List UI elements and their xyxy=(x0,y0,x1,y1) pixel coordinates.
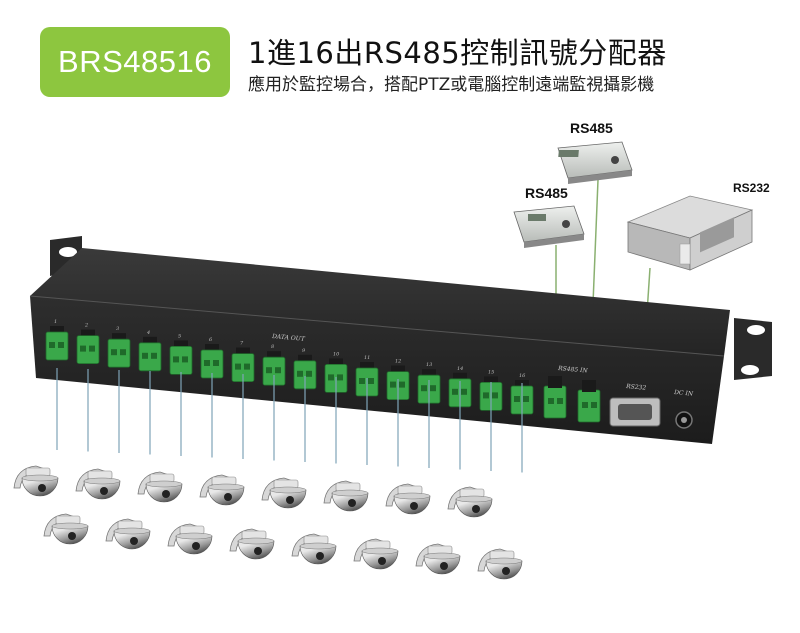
ptz-camera-icon xyxy=(385,483,431,515)
ptz-camera-icon xyxy=(261,477,307,509)
controller-top-label: RS485 xyxy=(570,120,613,136)
camera-wires xyxy=(56,368,523,473)
ptz-camera-icon xyxy=(291,533,337,565)
rs485-in-terminal-1[interactable] xyxy=(543,376,567,419)
port-number-label: 6 xyxy=(209,337,213,343)
ptz-camera-icon xyxy=(167,523,213,555)
rack-computer xyxy=(626,195,754,271)
controller-left-label: RS485 xyxy=(525,185,568,201)
data-out-label: DATA OUT xyxy=(271,333,306,343)
product-subtitle: 應用於監控場合，搭配PTZ或電腦控制遠端監視攝影機 xyxy=(248,75,655,95)
product-title: 1進16出RS485控制訊號分配器 xyxy=(248,36,667,70)
ptz-camera-icon xyxy=(43,513,89,545)
port-number-label: 7 xyxy=(240,341,244,347)
ptz-camera-icon xyxy=(447,486,493,518)
ptz-camera-icon xyxy=(13,465,59,497)
data-out-terminal-2[interactable] xyxy=(76,329,100,365)
port-number-label: 12 xyxy=(395,359,401,365)
ptz-camera-icon xyxy=(229,528,275,560)
port-number-label: 11 xyxy=(364,355,370,361)
ptz-camera-icon xyxy=(477,548,523,580)
ptz-controller-left xyxy=(513,205,585,248)
port-number-label: 15 xyxy=(488,369,494,375)
port-number-label: 2 xyxy=(84,323,88,329)
rack-ear-right xyxy=(734,318,772,380)
data-out-terminal-9[interactable] xyxy=(293,354,317,390)
port-number-label: 13 xyxy=(426,362,432,368)
rs485-in-terminal-2[interactable] xyxy=(577,380,601,423)
data-out-terminal-5[interactable] xyxy=(169,340,193,375)
rs232-port-label: RS232 xyxy=(625,383,647,392)
port-number-label: 14 xyxy=(457,366,463,372)
model-badge: BRS48516 xyxy=(40,27,230,97)
dc-in-label: DC IN xyxy=(673,389,694,398)
ptz-camera-icon xyxy=(323,480,369,512)
data-out-terminal-3[interactable] xyxy=(107,333,131,368)
rs232-db9-connector[interactable] xyxy=(609,397,661,427)
data-out-terminal-4[interactable] xyxy=(138,336,162,372)
ptz-controller-top xyxy=(557,141,633,184)
model-badge-text: BRS48516 xyxy=(58,44,212,79)
ptz-camera-icon xyxy=(415,543,461,575)
ptz-camera-icon xyxy=(137,471,183,503)
computer-label: RS232 xyxy=(733,181,770,195)
data-out-terminal-6[interactable] xyxy=(200,344,224,379)
port-number-label: 16 xyxy=(519,373,526,379)
port-number-label: 5 xyxy=(178,333,181,339)
ptz-camera-icon xyxy=(105,518,151,550)
ptz-camera-icon xyxy=(75,468,121,500)
port-number-label: 10 xyxy=(333,351,340,357)
ptz-cameras xyxy=(13,465,523,580)
port-number-label: 9 xyxy=(302,348,306,354)
chassis-top xyxy=(30,248,730,356)
data-out-terminal-1[interactable] xyxy=(45,326,69,361)
port-number-label: 8 xyxy=(271,344,274,350)
port-number-label: 1 xyxy=(54,319,57,325)
port-number-label: 4 xyxy=(146,330,150,336)
dc-power-jack[interactable] xyxy=(675,411,693,429)
port-number-label: 3 xyxy=(116,326,119,332)
rs485-in-label: RS485 IN xyxy=(557,365,589,375)
ptz-camera-icon xyxy=(353,538,399,570)
ptz-camera-icon xyxy=(199,474,245,506)
